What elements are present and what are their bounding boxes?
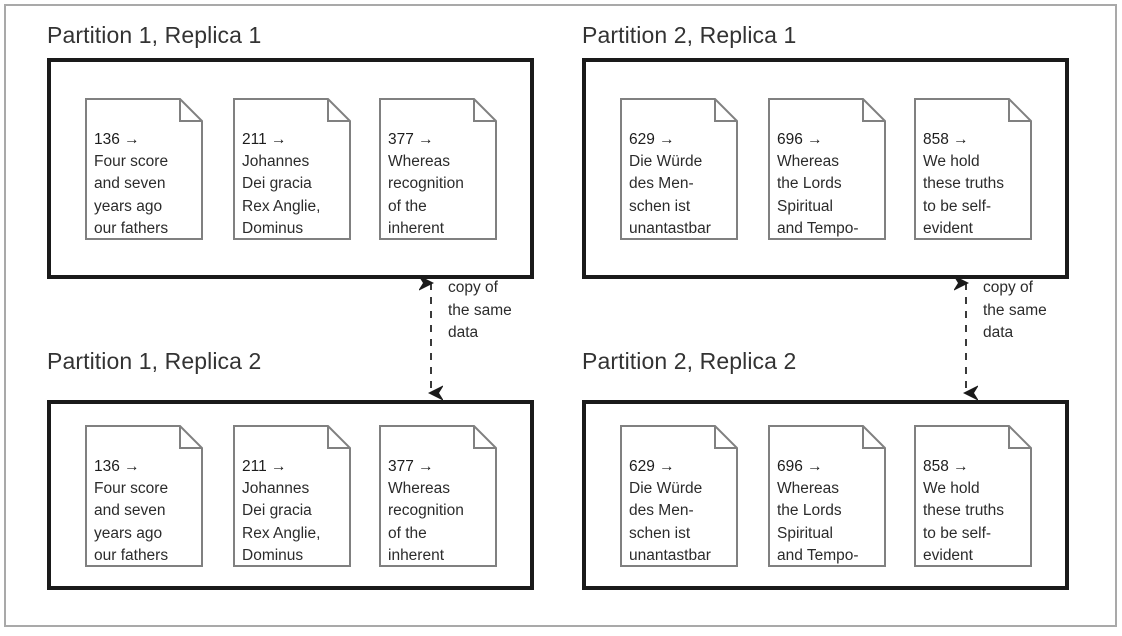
document-card[interactable]: 858 → We hold these truths to be self- e… bbox=[914, 425, 1032, 567]
document-card[interactable]: 696 → Whereas the Lords Spiritual and Te… bbox=[768, 98, 886, 240]
document-card[interactable]: 629 → Die Würde des Men- schen ist unant… bbox=[620, 98, 738, 240]
document-page-icon bbox=[914, 98, 1032, 240]
document-snippet: Whereas the Lords Spiritual and Tempo- bbox=[777, 152, 859, 238]
document-id: 211 → bbox=[242, 457, 287, 475]
document-body: 136 → Four score and seven years ago our… bbox=[94, 105, 198, 241]
document-body: 629 → Die Würde des Men- schen ist unant… bbox=[629, 432, 733, 568]
document-body: 136 → Four score and seven years ago our… bbox=[94, 432, 198, 568]
document-page-icon bbox=[620, 425, 738, 567]
document-snippet: Four score and seven years ago our fathe… bbox=[94, 152, 169, 238]
document-page-icon bbox=[233, 425, 351, 567]
document-snippet: We hold these truths to be self- evident bbox=[923, 152, 1004, 238]
document-snippet: Die Würde des Men- schen ist unantastbar bbox=[629, 479, 711, 565]
document-id: 696 → bbox=[777, 457, 823, 475]
document-body: 858 → We hold these truths to be self- e… bbox=[923, 432, 1027, 568]
document-page-icon bbox=[768, 98, 886, 240]
document-snippet: Whereas the Lords Spiritual and Tempo- bbox=[777, 479, 859, 565]
document-body: 377 → Whereas recognition of the inheren… bbox=[388, 432, 492, 568]
document-card[interactable]: 696 → Whereas the Lords Spiritual and Te… bbox=[768, 425, 886, 567]
document-snippet: We hold these truths to be self- evident bbox=[923, 479, 1004, 565]
document-card[interactable]: 377 → Whereas recognition of the inheren… bbox=[379, 425, 497, 567]
document-page-icon bbox=[768, 425, 886, 567]
document-page-icon bbox=[85, 425, 203, 567]
document-id: 377 → bbox=[388, 457, 434, 475]
document-id: 136 → bbox=[94, 457, 140, 475]
document-body: 629 → Die Würde des Men- schen ist unant… bbox=[629, 105, 733, 241]
document-body: 696 → Whereas the Lords Spiritual and Te… bbox=[777, 432, 881, 568]
document-id: 629 → bbox=[629, 130, 675, 148]
document-body: 211 → Johannes Dei gracia Rex Anglie, Do… bbox=[242, 432, 346, 568]
document-snippet: Four score and seven years ago our fathe… bbox=[94, 479, 169, 565]
document-id: 858 → bbox=[923, 130, 969, 148]
document-snippet: Johannes Dei gracia Rex Anglie, Dominus bbox=[242, 479, 321, 565]
document-card[interactable]: 858 → We hold these truths to be self- e… bbox=[914, 98, 1032, 240]
document-page-icon bbox=[379, 425, 497, 567]
document-snippet: Whereas recognition of the inherent bbox=[388, 479, 464, 565]
document-page-icon bbox=[85, 98, 203, 240]
document-id: 377 → bbox=[388, 130, 434, 148]
document-body: 858 → We hold these truths to be self- e… bbox=[923, 105, 1027, 241]
document-body: 211 → Johannes Dei gracia Rex Anglie, Do… bbox=[242, 105, 346, 241]
document-snippet: Whereas recognition of the inherent bbox=[388, 152, 464, 238]
document-id: 629 → bbox=[629, 457, 675, 475]
document-snippet: Johannes Dei gracia Rex Anglie, Dominus bbox=[242, 152, 321, 238]
document-id: 136 → bbox=[94, 130, 140, 148]
panel-title-partition-1-replica-2: Partition 1, Replica 2 bbox=[47, 348, 262, 374]
document-body: 696 → Whereas the Lords Spiritual and Te… bbox=[777, 105, 881, 241]
document-card[interactable]: 136 → Four score and seven years ago our… bbox=[85, 425, 203, 567]
replication-label-right: copy of the same data bbox=[983, 279, 1047, 341]
document-card[interactable]: 629 → Die Würde des Men- schen ist unant… bbox=[620, 425, 738, 567]
document-card[interactable]: 211 → Johannes Dei gracia Rex Anglie, Do… bbox=[233, 425, 351, 567]
document-card[interactable]: 377 → Whereas recognition of the inheren… bbox=[379, 98, 497, 240]
replication-label-left: copy of the same data bbox=[448, 279, 512, 341]
replication-connector-left bbox=[419, 275, 443, 401]
panel-title-partition-2-replica-2: Partition 2, Replica 2 bbox=[582, 348, 797, 374]
document-id: 211 → bbox=[242, 130, 287, 148]
document-page-icon bbox=[233, 98, 351, 240]
document-card[interactable]: 211 → Johannes Dei gracia Rex Anglie, Do… bbox=[233, 98, 351, 240]
document-snippet: Die Würde des Men- schen ist unantastbar bbox=[629, 152, 711, 238]
document-page-icon bbox=[914, 425, 1032, 567]
panel-title-partition-1-replica-1: Partition 1, Replica 1 bbox=[47, 22, 262, 48]
document-page-icon bbox=[620, 98, 738, 240]
panel-title-partition-2-replica-1: Partition 2, Replica 1 bbox=[582, 22, 797, 48]
replication-connector-right bbox=[954, 275, 978, 401]
document-id: 858 → bbox=[923, 457, 969, 475]
document-card[interactable]: 136 → Four score and seven years ago our… bbox=[85, 98, 203, 240]
document-page-icon bbox=[379, 98, 497, 240]
document-body: 377 → Whereas recognition of the inheren… bbox=[388, 105, 492, 241]
document-id: 696 → bbox=[777, 130, 823, 148]
